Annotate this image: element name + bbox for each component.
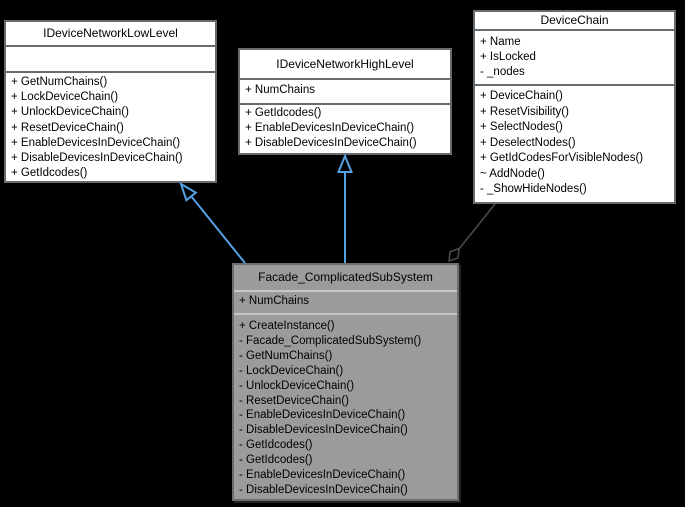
class-box-idevicenetworkhighlevel[interactable]: IDeviceNetworkHighLevel + NumChains + Ge… xyxy=(238,48,452,155)
method-item: - Facade_ComplicatedSubSystem() xyxy=(239,334,422,347)
class-box-facade-complicatedsubsystem[interactable]: Facade_ComplicatedSubSystem + NumChains … xyxy=(232,263,459,501)
attributes-compartment xyxy=(6,45,215,71)
realization-arrowhead-lowlevel-icon xyxy=(179,181,198,202)
method-item: + UnlockDeviceChain() xyxy=(11,106,129,119)
method-item: - DisableDevicesInDeviceChain() xyxy=(239,424,408,437)
method-item: - _ShowHideNodes() xyxy=(480,183,587,195)
method-item: + GetIdcodes() xyxy=(245,107,322,119)
aggregation-line-devicechain xyxy=(458,203,496,250)
method-item: ~ AddNode() xyxy=(480,167,545,180)
method-item: + GetIdcodes() xyxy=(11,167,88,180)
attribute-item: + Name xyxy=(480,36,521,48)
attribute-item: - _nodes xyxy=(480,66,525,78)
class-title-facade-complicatedsubsystem: Facade_ComplicatedSubSystem xyxy=(258,270,433,284)
method-item: + GetNumChains() xyxy=(11,75,108,88)
attribute-item: + NumChains xyxy=(245,84,315,96)
methods-compartment: + DeviceChain() + ResetVisibility() + Se… xyxy=(475,84,674,202)
attribute-item: + IsLocked xyxy=(480,51,536,63)
method-item: + EnableDevicesInDeviceChain() xyxy=(11,136,181,149)
method-item: - GetNumChains() xyxy=(239,349,333,362)
method-item: - ResetDeviceChain() xyxy=(239,394,349,407)
method-item: + DisableDevicesInDeviceChain() xyxy=(11,151,183,164)
class-title-devicechain: DeviceChain xyxy=(540,13,609,27)
methods-compartment: + GetIdcodes() + EnableDevicesInDeviceCh… xyxy=(240,103,450,153)
method-item: - LockDeviceChain() xyxy=(239,364,344,377)
method-item: + LockDeviceChain() xyxy=(11,91,119,104)
realization-arrowhead-highlevel-icon xyxy=(337,153,353,173)
method-item: + ResetDeviceChain() xyxy=(11,121,124,134)
method-item: + CreateInstance() xyxy=(239,320,335,332)
method-item: + DeviceChain() xyxy=(480,90,563,102)
attributes-compartment: + NumChains xyxy=(234,290,457,313)
method-item: - EnableDevicesInDeviceChain() xyxy=(239,469,406,482)
class-title-idevicenetworkhighlevel: IDeviceNetworkHighLevel xyxy=(276,57,414,71)
method-item: + EnableDevicesInDeviceChain() xyxy=(245,122,415,134)
aggregation-diamond-icon xyxy=(448,247,461,263)
attributes-compartment: + Name + IsLocked - _nodes xyxy=(475,29,674,84)
method-item: - UnlockDeviceChain() xyxy=(239,379,355,392)
class-title-idevicenetworklowlevel: IDeviceNetworkLowLevel xyxy=(43,26,178,40)
method-item: - GetIdcodes() xyxy=(239,439,313,452)
attributes-compartment: + NumChains xyxy=(240,78,450,103)
class-box-idevicenetworklowlevel[interactable]: IDeviceNetworkLowLevel + GetNumChains() … xyxy=(4,20,217,183)
method-item: + ResetVisibility() xyxy=(480,105,569,118)
methods-compartment: + CreateInstance() - Facade_ComplicatedS… xyxy=(234,313,457,499)
realization-line-lowlevel xyxy=(190,195,246,264)
class-box-devicechain[interactable]: DeviceChain + Name + IsLocked - _nodes +… xyxy=(473,10,676,204)
methods-compartment: + GetNumChains() + LockDeviceChain() + U… xyxy=(6,70,215,181)
method-item: - EnableDevicesInDeviceChain() xyxy=(239,409,406,422)
method-item: + SelectNodes() xyxy=(480,121,563,133)
method-item: + DisableDevicesInDeviceChain() xyxy=(245,137,417,149)
method-item: + GetIdCodesForVisibleNodes() xyxy=(480,152,644,164)
method-item: + DeselectNodes() xyxy=(480,136,576,149)
method-item: - DisableDevicesInDeviceChain() xyxy=(239,483,408,496)
method-item: - GetIdcodes() xyxy=(239,454,313,467)
attribute-item: + NumChains xyxy=(239,295,309,307)
